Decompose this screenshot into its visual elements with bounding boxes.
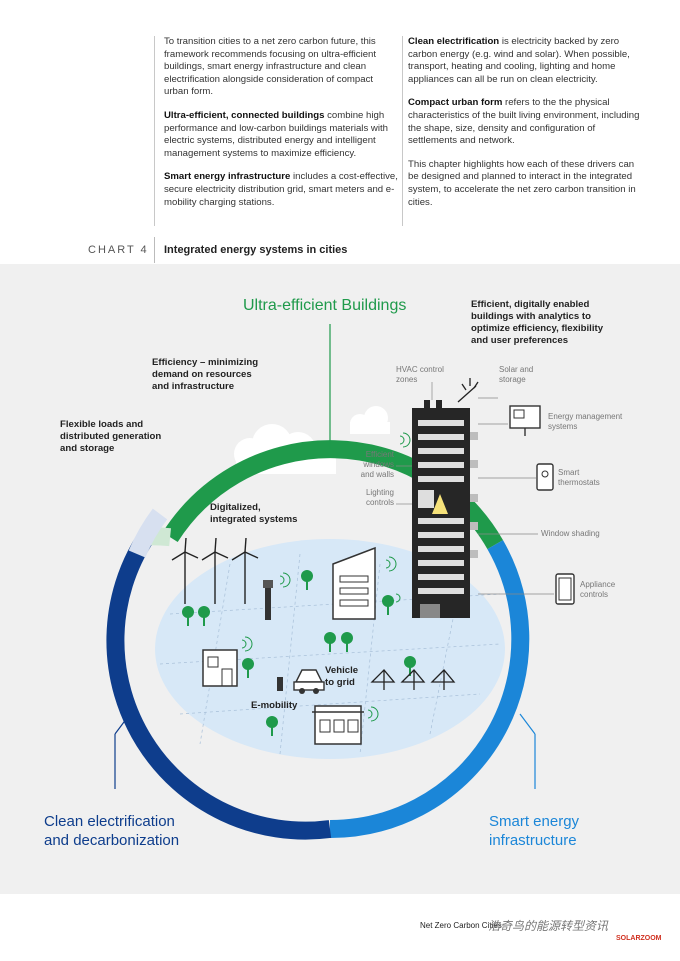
page-footer: Net Zero Carbon Cities — [420, 921, 502, 930]
wind-turbine-icon — [171, 537, 259, 604]
intro-paragraph: To transition cities to a net zero carbo… — [164, 36, 377, 98]
chart-title: Integrated energy systems in cities — [164, 244, 348, 256]
intro-mid-rule — [402, 36, 403, 226]
intro-right-column: Clean electrification is electricity bac… — [408, 36, 646, 220]
intro-paragraph: Clean electrification is electricity bac… — [408, 36, 630, 85]
car-icon — [293, 669, 325, 694]
leader-lines — [396, 382, 554, 595]
ev-charger-icon — [263, 580, 283, 691]
intro-paragraph: Smart energy infrastructure includes a c… — [164, 171, 398, 208]
segment-label-smart: Smart energy infrastructure — [489, 813, 580, 849]
caption-divider — [154, 237, 155, 263]
building-icon — [312, 705, 364, 745]
building-icon — [202, 649, 238, 687]
emobility-label: E-mobility — [251, 700, 298, 711]
wifi-signal-icon — [241, 432, 411, 722]
intro-paragraph: This chapter highlights how each of thes… — [408, 158, 636, 208]
ring-segment-smart — [329, 540, 530, 839]
segment-label-clean: Clean electrification and decarbonizatio… — [44, 813, 180, 849]
smart-connector — [519, 713, 536, 735]
thermostat-icon — [536, 463, 554, 491]
solar-panel-icon — [370, 669, 456, 690]
building-icon — [332, 546, 376, 620]
light-icon — [432, 494, 448, 514]
watermark: 浩奇鸟的能源转型资讯 — [488, 919, 609, 933]
intro-left-rule — [154, 36, 155, 226]
outlet-icon — [555, 573, 575, 605]
ring-blend — [128, 508, 168, 558]
monitor-icon — [509, 405, 541, 436]
segment-label-buildings: Ultra-efficient Buildings — [243, 297, 407, 314]
intro-section: To transition cities to a net zero carbo… — [154, 36, 654, 226]
energy-system-diagram — [106, 324, 575, 840]
chart-number: CHART 4 — [88, 244, 149, 256]
building-icon — [412, 400, 478, 618]
intro-left-column: To transition cities to a net zero carbo… — [164, 36, 400, 220]
intro-paragraph: Ultra-efficient, connected buildings com… — [164, 109, 388, 159]
ring-segment-clean — [106, 531, 332, 840]
solar-panel-icon — [457, 378, 479, 403]
intro-paragraph: Compact urban form refers to the the phy… — [408, 97, 640, 147]
clean-connector — [114, 713, 131, 735]
watermark-site: SOLARZOOM — [616, 935, 662, 942]
window-shading-label: Window shading — [541, 529, 600, 538]
chart-caption: CHART 4 Integrated energy systems in cit… — [88, 236, 347, 264]
tree-icon — [182, 570, 416, 736]
digitalized-label: Digitalized,integrated systems — [210, 502, 298, 525]
